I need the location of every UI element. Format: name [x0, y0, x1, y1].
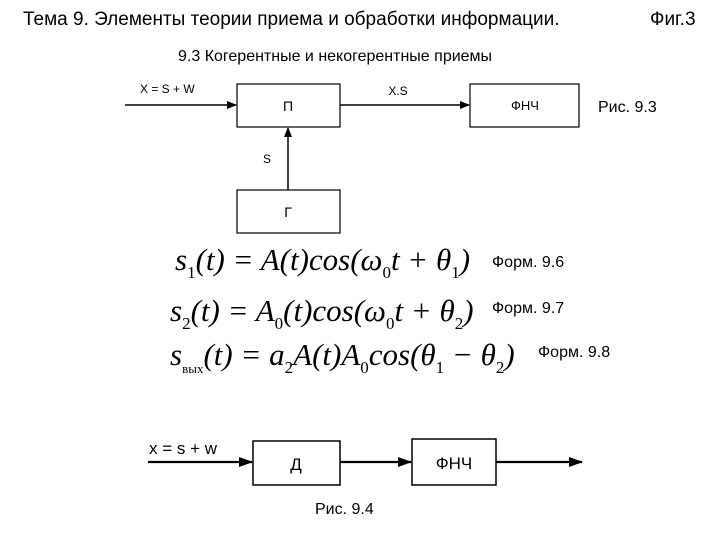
block-generator-label: Г [284, 204, 292, 220]
formula-9-8-t1-sub: 1 [435, 358, 445, 377]
formula-9-7-mid: (t)cos(ω [283, 293, 386, 328]
formula-9-7-label: Форм. 9.7 [492, 300, 565, 317]
diagram-coherent: X = S + W П X.S ФНЧ S Г [125, 82, 580, 234]
formula-9-7-a-sub: 0 [274, 314, 284, 333]
s-label: S [263, 152, 271, 166]
formula-9-6-rest: t + θ [390, 242, 452, 277]
formula-9-8-t2-sub: 2 [495, 358, 505, 377]
page-title: Тема 9. Элементы теории приема и обработ… [23, 9, 560, 30]
formula-9-7-rest: t + θ [394, 293, 455, 328]
formula-9-7-omega-sub: 0 [385, 314, 395, 333]
block-lpf-1 [469, 83, 580, 128]
formula-9-8: sвых(t) = a2A(t)A0cos(θ1 − θ2) [170, 337, 515, 378]
formula-9-6-lhs-sub: 1 [187, 263, 196, 282]
formula-9-7-end: ) [463, 293, 474, 328]
formula-9-8-label: Форм. 9.8 [538, 344, 611, 361]
formula-9-7-theta-sub: 2 [454, 314, 464, 333]
formula-9-8-lhs-sub: вых [182, 361, 204, 376]
formula-9-8-end: ) [504, 337, 515, 372]
formula-9-6-theta-sub: 1 [451, 263, 460, 282]
block-lpf-2 [411, 438, 497, 486]
block-lpf-2-label: ФНЧ [436, 454, 473, 473]
formula-9-6-end: ) [459, 242, 471, 277]
formula-9-8-p2: A(t)A [293, 337, 361, 372]
block-detector [252, 440, 341, 486]
input-label: X = S + W [140, 82, 195, 96]
formula-9-6: s1(t) = A(t)cos(ω0t + θ1) [175, 242, 470, 283]
formula-9-8-a2-sub: 2 [284, 358, 294, 377]
formula-9-8-lhs: s [170, 337, 183, 372]
formula-9-7-lhs: s [170, 293, 183, 328]
formula-9-7: s2(t) = A0(t)cos(ω0t + θ2) [170, 293, 474, 334]
figure-caption-9-3: Рис. 9.3 [598, 99, 657, 116]
block-generator [236, 189, 341, 234]
formula-9-8-p4: − θ [444, 337, 496, 372]
diagram-noncoherent: x = s + w Д ФНЧ [148, 438, 583, 486]
figure-number: Фиг.3 [650, 9, 696, 30]
formula-9-8-a0-sub: 0 [360, 358, 369, 377]
formula-9-6-lhs: s [175, 242, 188, 277]
formula-9-6-rhs: (t) = A(t)cos(ω [195, 242, 383, 277]
input-label-2: x = s + w [149, 439, 218, 458]
formula-9-7-lhs-sub: 2 [182, 314, 191, 333]
formula-9-8-p3: cos(θ [368, 337, 436, 372]
formula-9-7-rhs: (t) = A [190, 293, 275, 328]
formula-9-8-p1: (t) = a [203, 337, 285, 372]
mid-label: X.S [388, 84, 407, 98]
formula-9-6-label: Форм. 9.6 [492, 254, 565, 271]
block-multiplier-label: П [283, 98, 293, 114]
figure-caption-9-4: Рис. 9.4 [315, 501, 374, 518]
block-detector-label: Д [290, 455, 302, 474]
formula-9-6-omega-sub: 0 [382, 263, 391, 282]
block-lpf-1-label: ФНЧ [511, 98, 539, 113]
section-subtitle: 9.3 Когерентные и некогерентные приемы [178, 48, 493, 65]
